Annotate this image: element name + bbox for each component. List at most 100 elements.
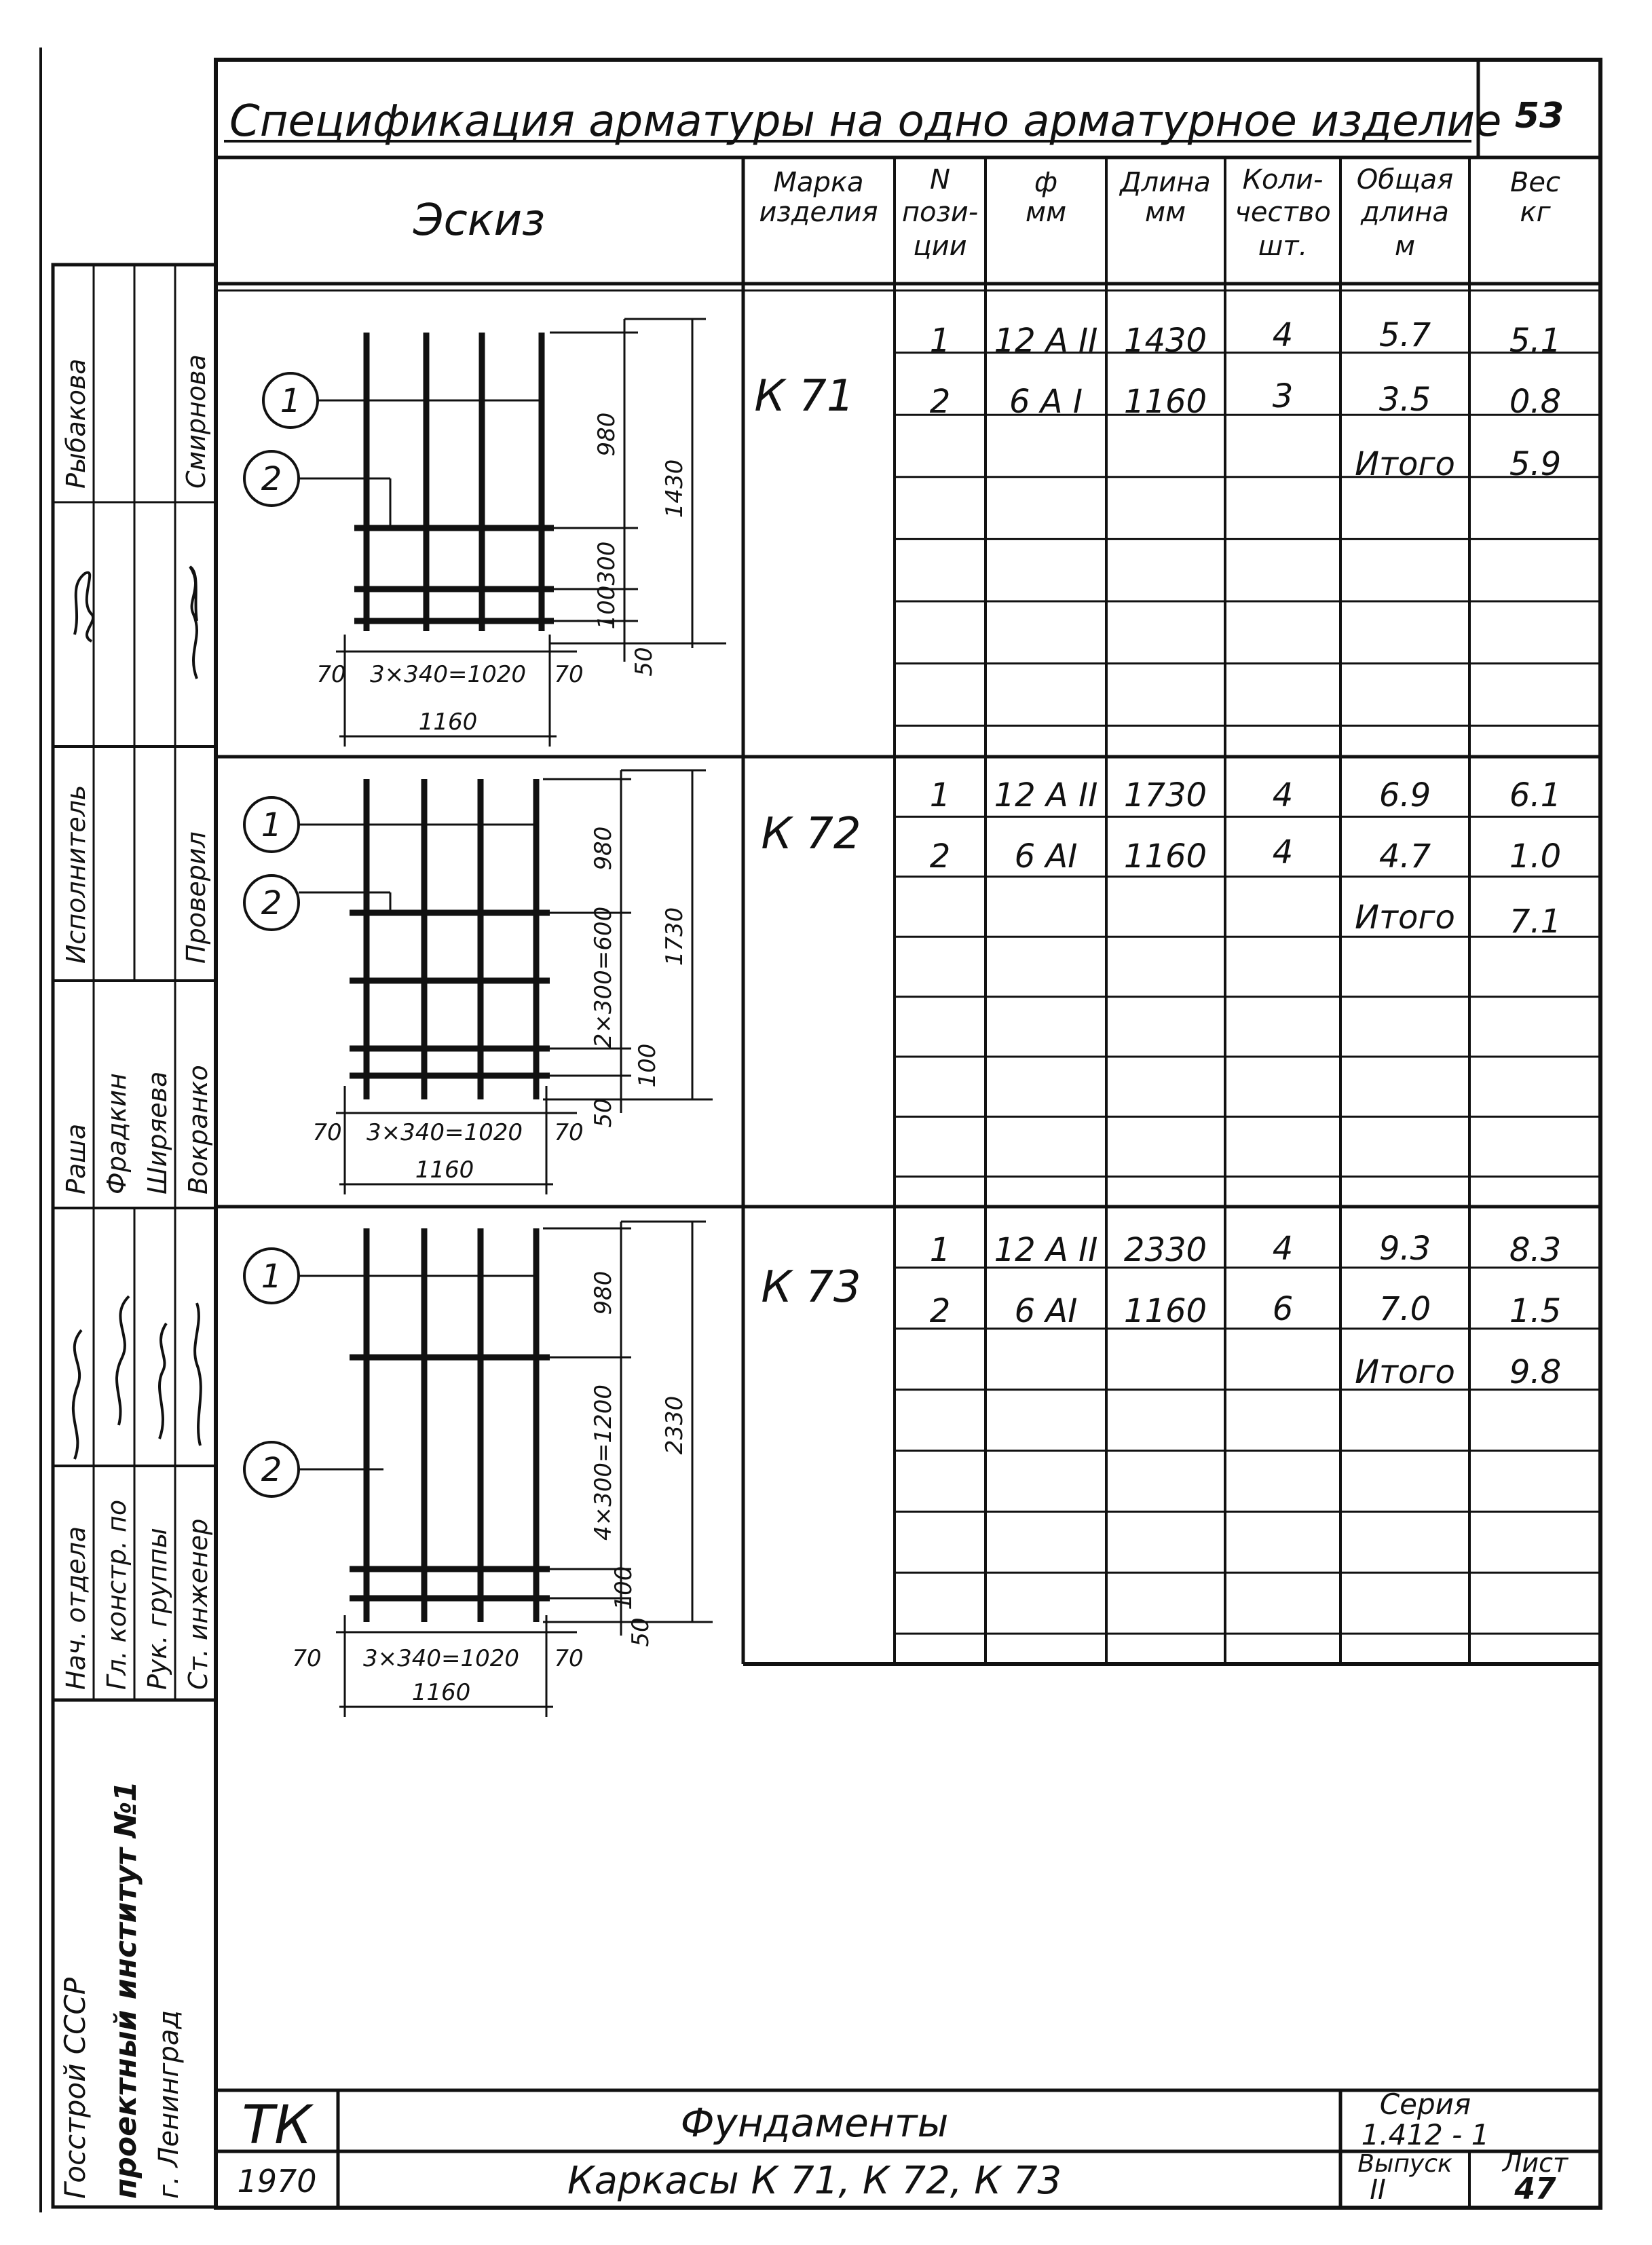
org-line2: проектный институт №1 — [109, 1781, 143, 2199]
svg-text:4×300=1200: 4×300=1200 — [590, 1384, 617, 1541]
svg-text:50: 50 — [627, 1617, 654, 1646]
issue-label: Выпуск — [1357, 2150, 1452, 2178]
row-k71-1: 1 12 А II 1430 4 5.7 5.1 — [930, 316, 1561, 360]
item-k71: К 71 1 12 А II 1430 4 5.7 5.1 2 6 А I 11… — [754, 316, 1561, 483]
svg-text:70: 70 — [554, 661, 583, 688]
subtitle: Каркасы К 71, К 72, К 73 — [567, 2159, 1062, 2203]
svg-text:Гл. констр. по: Гл. констр. по — [102, 1500, 132, 1690]
svg-text:м: м — [1395, 231, 1415, 262]
svg-text:100: 100 — [610, 1566, 637, 1610]
sheet-corner-number: 53 — [1515, 96, 1564, 136]
transverse-bars — [350, 1354, 550, 1602]
item-k73: К 73 1 12 А II 2330 4 9.3 8.3 2 6 АI 116… — [761, 1230, 1561, 1391]
executor-label: Исполнитель — [61, 785, 91, 964]
svg-text:Вес: Вес — [1510, 167, 1560, 198]
svg-text:N: N — [930, 164, 950, 195]
svg-text:Ст. инженер: Ст. инженер — [183, 1519, 213, 1690]
svg-text:3.5: 3.5 — [1379, 381, 1431, 419]
row-k72-1: 1 12 А II 1730 4 6.9 6.1 — [930, 776, 1561, 814]
svg-text:пози-: пози- — [902, 197, 978, 228]
svg-text:Коли-: Коли- — [1243, 164, 1324, 195]
mark-k72: К 72 — [761, 809, 861, 859]
svg-text:6.9: 6.9 — [1379, 776, 1431, 814]
org-line1: Госстрой СССР — [58, 1977, 92, 2199]
svg-text:5.7: 5.7 — [1379, 316, 1431, 354]
row-k73-2: 2 6 АI 1160 6 7.0 1.5 — [930, 1290, 1561, 1330]
svg-text:3×340=1020: 3×340=1020 — [370, 661, 526, 688]
year: 1970 — [237, 2163, 316, 2200]
svg-text:4: 4 — [1273, 1230, 1294, 1268]
svg-text:7.0: 7.0 — [1379, 1290, 1431, 1328]
svg-text:70: 70 — [312, 1119, 341, 1146]
svg-text:1.0: 1.0 — [1509, 837, 1561, 875]
svg-text:3: 3 — [1273, 377, 1294, 415]
svg-text:980: 980 — [590, 827, 617, 871]
svg-text:Фрадкин: Фрадкин — [102, 1073, 132, 1194]
svg-text:ф: ф — [1034, 167, 1057, 198]
svg-text:шт.: шт. — [1258, 231, 1308, 262]
svg-text:1: 1 — [930, 776, 951, 814]
dimension-lines — [336, 1220, 713, 1717]
column-dividers — [741, 157, 1471, 1664]
svg-text:Раша: Раша — [61, 1124, 91, 1194]
svg-text:0.8: 0.8 — [1509, 383, 1561, 421]
svg-text:мм: мм — [1145, 197, 1186, 228]
svg-text:100: 100 — [634, 1044, 661, 1088]
series-label: Серия — [1380, 2088, 1471, 2121]
svg-text:1160: 1160 — [1124, 837, 1207, 875]
col-position: N пози- ции — [902, 164, 978, 262]
svg-text:изделия: изделия — [759, 197, 878, 228]
svg-text:12 А II: 12 А II — [994, 322, 1098, 360]
sketch-k72: 1 2 980 2×300=600 100 50 1730 70 3×340=1… — [243, 769, 713, 1194]
sketch-k71: 1 2 980 300 100 50 1430 70 3×340=1020 70… — [243, 318, 726, 747]
svg-text:Длина: Длина — [1119, 167, 1210, 198]
svg-text:Итого: Итого — [1355, 445, 1455, 483]
svg-text:6 АI: 6 АI — [1015, 1292, 1078, 1330]
svg-text:Общая: Общая — [1357, 164, 1453, 195]
col-length: Длина мм — [1119, 167, 1210, 228]
col-quantity: Коли- чество шт. — [1235, 164, 1331, 262]
svg-text:2: 2 — [930, 1292, 951, 1330]
svg-text:9.8: 9.8 — [1509, 1353, 1561, 1391]
svg-text:7.1: 7.1 — [1509, 903, 1561, 941]
svg-text:мм: мм — [1026, 197, 1066, 228]
svg-text:12 А II: 12 А II — [994, 1231, 1098, 1269]
row-k71-2: 2 6 А I 1160 3 3.5 0.8 — [930, 377, 1561, 421]
svg-text:6 А I: 6 А I — [1009, 383, 1083, 421]
svg-text:1160: 1160 — [415, 1156, 474, 1184]
svg-text:9.3: 9.3 — [1379, 1230, 1431, 1268]
svg-text:8.3: 8.3 — [1509, 1231, 1561, 1269]
svg-text:4.7: 4.7 — [1379, 837, 1431, 875]
dimension-lines — [336, 769, 713, 1194]
row-k72-2: 2 6 АI 1160 4 4.7 1.0 — [930, 833, 1561, 875]
checker-name: Смирнова — [181, 354, 211, 489]
dimension-lines — [336, 318, 726, 747]
mark-k71: К 71 — [754, 371, 854, 421]
org-line3: г. Ленинград — [153, 2010, 185, 2199]
row-k73-total: Итого 9.8 — [1355, 1353, 1561, 1391]
svg-text:Вокранко: Вокранко — [183, 1065, 213, 1194]
svg-text:длина: длина — [1360, 197, 1449, 228]
svg-text:1730: 1730 — [661, 907, 688, 966]
svg-text:70: 70 — [316, 661, 345, 688]
svg-text:2: 2 — [930, 383, 951, 421]
longitudinal-bars — [363, 1228, 540, 1622]
svg-text:4: 4 — [1273, 776, 1294, 814]
signatures — [71, 565, 202, 1460]
transverse-bars — [350, 909, 550, 1079]
svg-text:50: 50 — [590, 1098, 617, 1127]
svg-text:300: 300 — [593, 542, 620, 586]
svg-text:кг: кг — [1520, 197, 1551, 228]
svg-text:1.5: 1.5 — [1509, 1292, 1561, 1330]
side-stamp: Рыбакова Смирнова Исполнитель Проверил Р… — [51, 263, 218, 2209]
svg-text:1430: 1430 — [1124, 322, 1207, 360]
tk-label: ТК — [242, 2095, 314, 2156]
svg-text:980: 980 — [590, 1271, 617, 1315]
svg-text:ции: ции — [913, 231, 966, 262]
mark-k73: К 73 — [761, 1262, 861, 1313]
svg-text:1730: 1730 — [1124, 776, 1207, 814]
col-weight: Вес кг — [1510, 167, 1560, 228]
callout-2: 2 — [261, 1451, 282, 1489]
sheet-label: Лист — [1501, 2148, 1569, 2178]
